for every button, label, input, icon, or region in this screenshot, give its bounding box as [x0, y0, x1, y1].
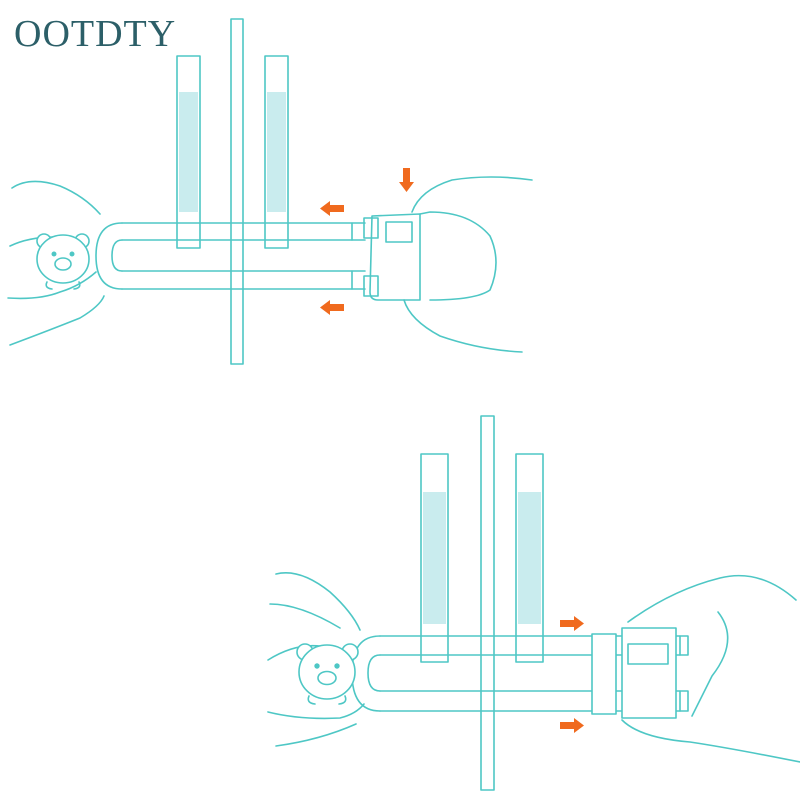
hand-right: [403, 176, 533, 353]
door-handle-left: [420, 453, 449, 663]
bear-ornament: [296, 643, 359, 705]
lock-body: [363, 213, 421, 301]
door-handle-right: [515, 453, 544, 663]
arrow-right-icon: [560, 616, 584, 631]
arrow-right-icon: [560, 718, 584, 733]
lock-body: [591, 627, 677, 719]
lock-strap: [95, 222, 366, 290]
arrow-down-icon: [399, 168, 414, 192]
center-door-handle: [230, 18, 244, 365]
arrow-left-icon: [320, 201, 344, 216]
push-arrows: [320, 168, 414, 315]
arrow-left-icon: [320, 300, 344, 315]
door-handle-right: [264, 55, 289, 249]
panel-lock-released: [267, 415, 800, 791]
pull-arrows: [560, 616, 584, 733]
panel-lock-installed: [7, 18, 533, 365]
center-door-handle: [480, 415, 495, 791]
hand-right: [621, 574, 800, 763]
bear-ornament: [36, 233, 90, 290]
brand-logo-text: OOTDTY: [14, 13, 177, 55]
door-handle-left: [176, 55, 201, 249]
